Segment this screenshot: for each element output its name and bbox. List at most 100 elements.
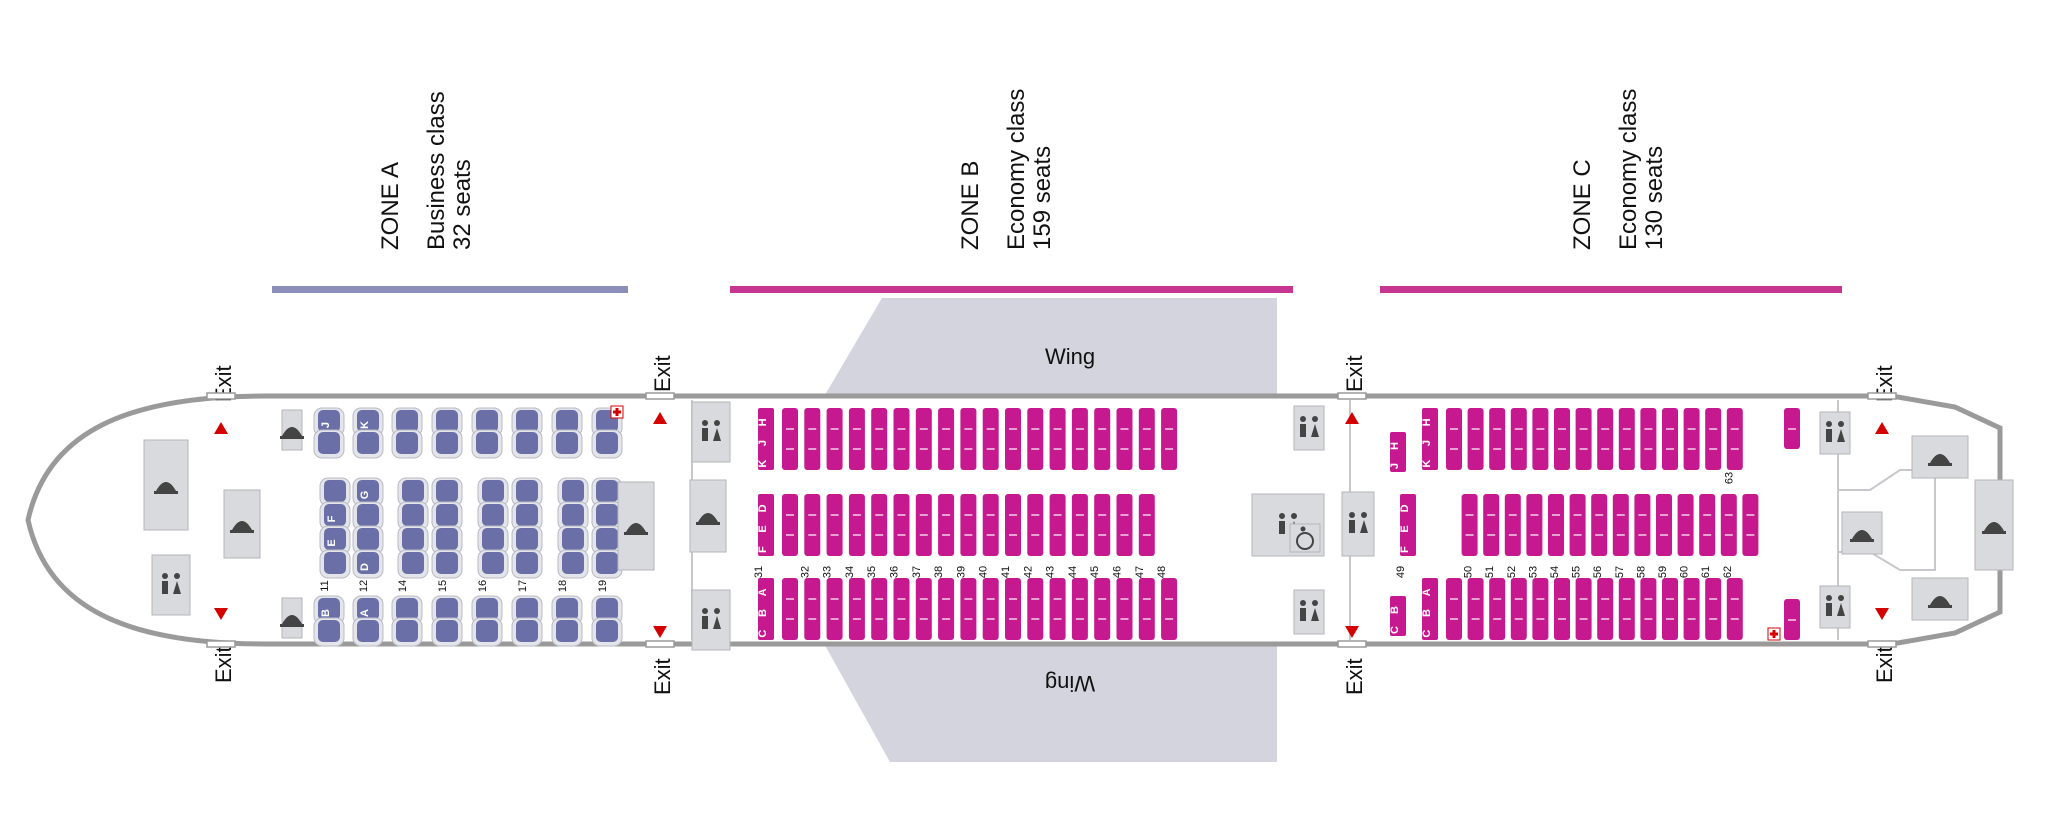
row-number: 15 (437, 580, 449, 592)
row-number: 60 (1679, 566, 1691, 578)
business-seat (357, 432, 379, 454)
accessible-lavatory-icon (1300, 526, 1306, 532)
lavatory-icon (1300, 608, 1306, 621)
business-seat (436, 480, 458, 502)
economy-seat (1662, 408, 1678, 470)
business-seat (402, 552, 424, 574)
seat-letters-left-letter: B (1421, 609, 1433, 617)
exit-arrow-icon (1875, 608, 1889, 620)
economy-seat (1138, 578, 1155, 640)
galley-icon (282, 615, 302, 624)
exit-arrow-icon (1875, 422, 1889, 434)
row-number: 37 (911, 566, 923, 578)
row-number: 45 (1089, 566, 1101, 578)
lavatory-icon (714, 608, 720, 614)
seat-letters-left-letter: A (1421, 588, 1433, 596)
lavatory-icon (1300, 600, 1306, 606)
economy-seat (960, 578, 977, 640)
row-number: 58 (1635, 566, 1647, 578)
economy-seat (1683, 408, 1700, 470)
row-number: 49 (1395, 566, 1407, 578)
economy-seat (848, 494, 865, 556)
seat-letters-right-letter: H (1421, 418, 1433, 426)
lavatory-icon (714, 420, 720, 426)
row-number: 38 (933, 566, 945, 578)
row-number: 56 (1592, 566, 1604, 578)
economy-seat (1005, 408, 1021, 470)
economy-seat (1116, 408, 1133, 470)
economy-seat (1446, 578, 1462, 640)
row-number: 47 (1134, 566, 1146, 578)
row-number: 50 (1463, 566, 1475, 578)
zone-c-bar (1380, 286, 1842, 293)
seat-letters-center-letter: D (1399, 504, 1411, 512)
economy-seat (1116, 494, 1133, 556)
business-seat (436, 410, 458, 432)
exit-arrow-icon (653, 412, 667, 424)
lavatory-icon (1360, 520, 1368, 533)
exit-arrow-icon (1345, 626, 1359, 638)
business-seat-letter: E (326, 539, 338, 546)
galley-icon (154, 491, 178, 494)
galley-icon (696, 522, 720, 525)
business-seat (516, 410, 538, 432)
row-number: 53 (1527, 566, 1539, 578)
business-seat (556, 410, 578, 432)
economy-seat (1591, 494, 1608, 556)
economy-seat (1049, 578, 1066, 640)
seat-letters-left-front (1390, 596, 1406, 636)
row-number: 46 (1112, 566, 1124, 578)
exit-door (1867, 392, 1897, 400)
lavatory-icon-box (1293, 405, 1325, 451)
economy-seat (1071, 578, 1088, 640)
lavatory-icon (1826, 595, 1832, 601)
economy-seat (1461, 494, 1478, 556)
lavatory-icon (1312, 600, 1318, 606)
lavatory-icon (1291, 513, 1297, 519)
exit-label: Exit (650, 658, 675, 695)
lavatory-icon-box (1819, 585, 1851, 629)
seat-letters-left-letter: B (757, 609, 769, 617)
row-number: 59 (1657, 566, 1669, 578)
lavatory-icon-box (1819, 411, 1851, 455)
exit-label: Exit (650, 355, 675, 392)
business-seat-letter: G (359, 491, 371, 500)
business-seat (562, 504, 584, 526)
galley-icon (626, 523, 646, 532)
lavatory-icon (173, 581, 181, 594)
business-seat (318, 432, 340, 454)
economy-seat (1634, 494, 1651, 556)
economy-seat (1027, 494, 1044, 556)
exit-label: Exit (1342, 658, 1367, 695)
economy-seat (871, 578, 888, 640)
seat-letters-center (1400, 494, 1416, 556)
economy-seat (938, 578, 955, 640)
lavatory-icon (702, 428, 708, 441)
lavatory-icon-box (691, 401, 731, 463)
business-seat (357, 410, 379, 432)
exit-door (1867, 640, 1897, 648)
business-seat (596, 552, 618, 574)
exit-door (1337, 640, 1367, 648)
business-seat (476, 432, 498, 454)
business-seat (436, 432, 458, 454)
business-seat (357, 598, 379, 620)
economy-seat (1720, 494, 1737, 556)
row-number: 51 (1484, 566, 1496, 578)
economy-seat (1548, 494, 1564, 556)
lavatory-icon (1349, 520, 1355, 533)
zone-a-bar (272, 286, 628, 293)
business-seat (562, 552, 584, 574)
business-seat (482, 504, 504, 526)
economy-seat (1699, 494, 1716, 556)
wing-label-bottom: Wing (1045, 671, 1095, 696)
row-number: 19 (597, 580, 609, 592)
nose-galley-outline (1838, 469, 1936, 571)
lavatory-icon-box (1341, 491, 1375, 557)
business-seat (357, 620, 379, 642)
business-seat (482, 480, 504, 502)
row-number: 44 (1067, 566, 1079, 578)
row-number: 17 (517, 580, 529, 592)
business-seat (318, 410, 340, 432)
zone-b-bar (730, 286, 1293, 293)
